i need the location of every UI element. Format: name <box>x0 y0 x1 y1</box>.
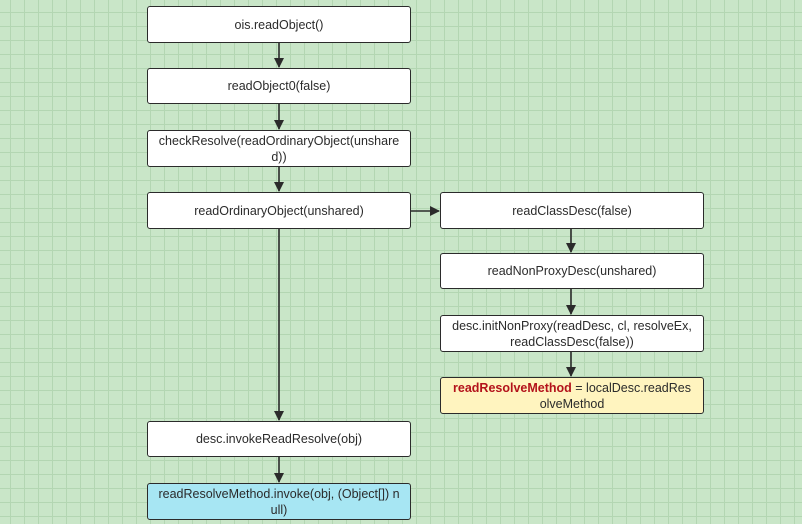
node-invokereadresolve-label: desc.invokeReadResolve(obj) <box>195 432 363 446</box>
node-readordinaryobject[interactable]: readOrdinaryObject(unshared) <box>147 192 411 229</box>
node-initnonproxy[interactable]: desc.initNonProxy(readDesc, cl, resolveE… <box>440 315 704 352</box>
node-readresolvemethod-assign-label: readResolveMethod = localDesc.readResolv… <box>451 380 693 412</box>
node-readobject0-label: readObject0(false) <box>227 79 331 93</box>
node-readresolvemethod-assign[interactable]: readResolveMethod = localDesc.readResolv… <box>440 377 704 414</box>
node-readordinaryobject-label: readOrdinaryObject(unshared) <box>194 203 364 218</box>
node-readclassdesc-label: readClassDesc(false) <box>512 203 632 218</box>
node-checkresolve[interactable]: checkResolve(readOrdinaryObject(unshared… <box>147 130 411 167</box>
node-readnonproxydesc[interactable]: readNonProxyDesc(unshared) <box>440 253 704 289</box>
node-ois-readobject-label: ois.readObject() <box>234 17 324 32</box>
node-readnonproxydesc-label: readNonProxyDesc(unshared) <box>487 264 657 278</box>
readresolvemethod-keyword: readResolveMethod <box>453 380 572 395</box>
node-ois-readobject[interactable]: ois.readObject() <box>147 6 411 43</box>
node-initnonproxy-label: desc.initNonProxy(readDesc, cl, resolveE… <box>452 318 692 349</box>
node-invokereadresolve[interactable]: desc.invokeReadResolve(obj) <box>147 421 411 457</box>
node-readobject0[interactable]: readObject0(false) <box>147 68 411 104</box>
node-readclassdesc[interactable]: readClassDesc(false) <box>440 192 704 229</box>
readresolvemethod-assignment-text: = localDesc.readResolveMethod <box>539 380 691 411</box>
node-checkresolve-label: checkResolve(readOrdinaryObject(unshared… <box>158 133 400 164</box>
node-method-invoke[interactable]: readResolveMethod.invoke(obj, (Object[])… <box>147 483 411 520</box>
node-method-invoke-label: readResolveMethod.invoke(obj, (Object[])… <box>158 486 400 517</box>
